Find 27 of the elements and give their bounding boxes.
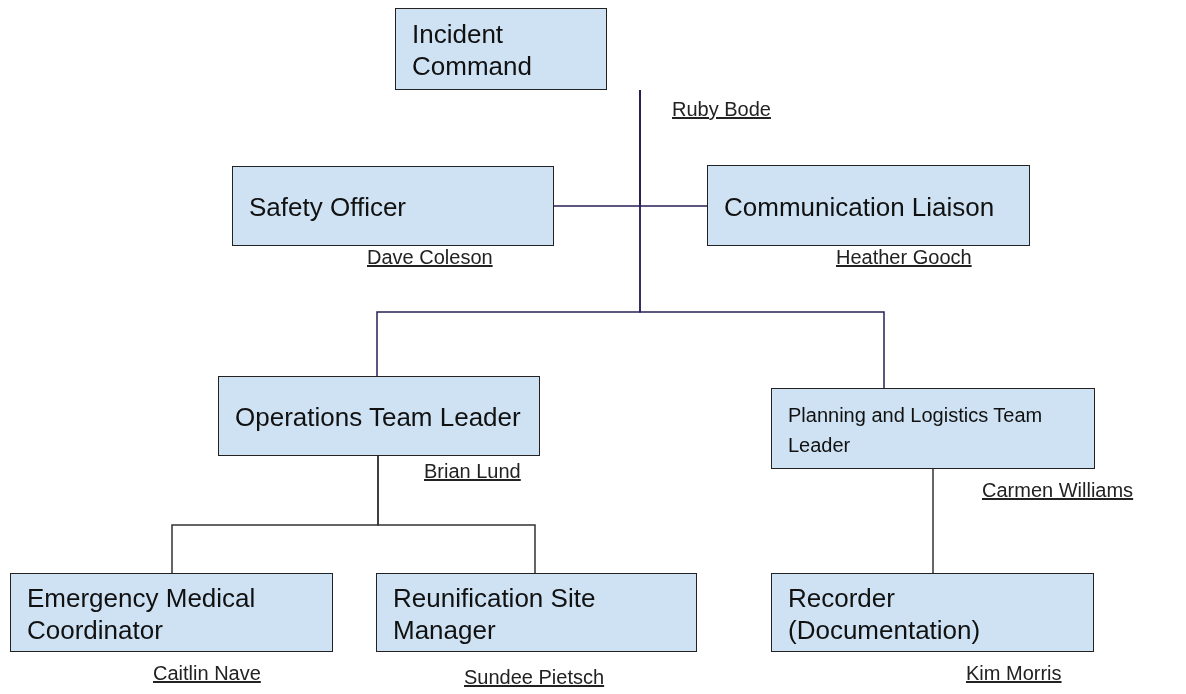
role-box: [395, 8, 607, 90]
role-title: Reunification Site Manager: [393, 581, 597, 646]
role-title: Safety Officer: [249, 191, 407, 223]
person-name: Ruby Bode: [672, 98, 771, 121]
connector-line: [932, 468, 934, 574]
role-title: Emergency Medical Coordinator: [27, 581, 257, 646]
role-title: Planning and Logistics Team Leader: [788, 402, 1044, 458]
person-name: Brian Lund: [424, 460, 521, 483]
role-box: [771, 388, 1095, 469]
role-box: [707, 165, 1030, 246]
person-name: Carmen Williams: [982, 479, 1134, 502]
role-box: [10, 573, 333, 652]
person-name: Kim Morris: [966, 662, 1062, 685]
role-title: Recorder (Documentation): [788, 581, 982, 646]
role-title: Operations Team Leader: [235, 401, 521, 433]
role-title: Communication Liaison: [724, 190, 995, 223]
person-name: Caitlin Nave: [153, 662, 261, 685]
role-box: [232, 166, 554, 246]
connector-line: [377, 455, 536, 574]
role-box: [771, 573, 1094, 652]
connector-line: [639, 89, 885, 389]
role-title: Incident Command: [412, 18, 533, 82]
role-box: [376, 573, 697, 652]
person-name: Sundee Pietsch: [464, 666, 605, 689]
person-name: Dave Coleson: [367, 246, 493, 269]
role-box: [218, 376, 540, 456]
person-name: Heather Gooch: [836, 246, 972, 269]
